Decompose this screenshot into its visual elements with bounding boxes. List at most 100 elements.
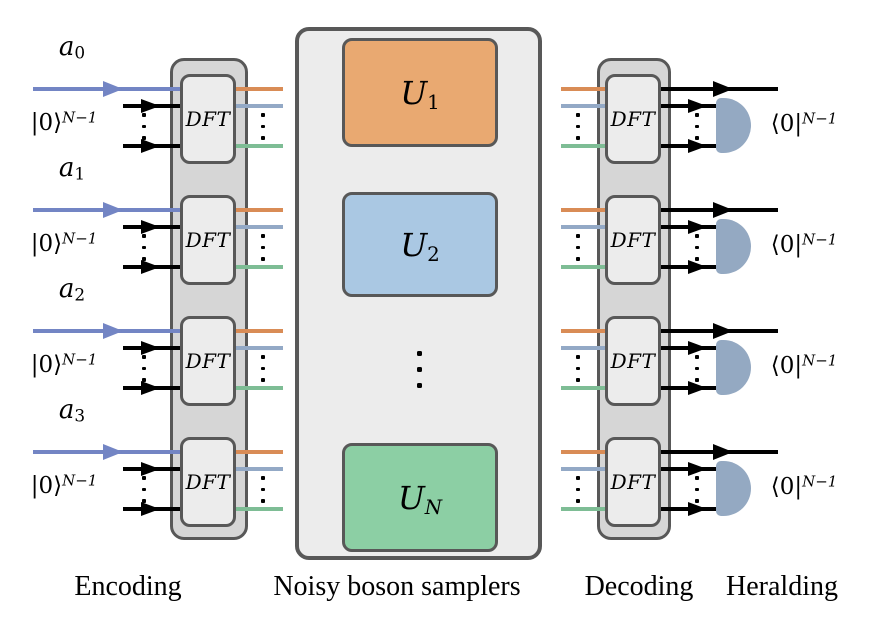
herald-arrowhead-icon [688,220,707,234]
input-arrowhead-icon [103,202,123,218]
mode1-wire [236,450,283,454]
mode1-wire [561,329,607,333]
section-label-encoding: Encoding [74,571,182,602]
ancilla-ket-label: |0⟩N−1 [30,471,98,499]
modeN-wire [236,144,283,148]
dft-label: DFT [610,349,656,373]
modes-vertical-dots [570,476,586,503]
ancilla-vertical-dots [136,355,152,382]
dft-label: DFT [185,349,231,373]
herald-vertical-dots [689,113,705,140]
mode2-wire [236,225,283,229]
ancilla-ket-label: |0⟩N−1 [30,350,98,378]
output-arrowhead-icon [713,202,733,218]
encoding-dft-box: DFT [180,437,236,527]
sampler-box-u1: U1 [342,38,498,147]
ancilla-vertical-dots [136,476,152,503]
mode1-wire [236,87,283,91]
herald-vertical-dots [689,355,705,382]
input-arrowhead-icon [103,81,123,97]
mode1-wire [561,87,607,91]
modeN-wire [561,265,607,269]
decoding-dft-box: DFT [605,195,661,285]
herald-arrowhead-icon [688,381,707,395]
input-amplitude-label: a2 [58,274,86,305]
ancilla-arrowhead-icon [141,260,160,274]
dft-label: DFT [610,470,656,494]
herald-arrowhead-icon [688,502,707,516]
ancilla-arrowhead-icon [141,381,160,395]
input-amplitude-label: a0 [58,32,86,63]
ancilla-arrowhead-icon [141,139,160,153]
un-label: U [397,478,425,517]
input-amplitude-label: a3 [58,395,86,426]
mode1-wire [561,208,607,212]
u1-label: U [400,73,428,112]
ancilla-arrowhead-icon [141,220,160,234]
decoding-dft-box: DFT [605,316,661,406]
encoding-dft-box: DFT [180,74,236,164]
ancilla-arrowhead-icon [141,99,160,113]
mode-row: a1 |0⟩N−1 DFT DFT [0,121,876,291]
dft-label: DFT [610,107,656,131]
modeN-wire [236,386,283,390]
mode2-wire [561,104,607,108]
modeN-wire [561,507,607,511]
ancilla-vertical-dots [136,234,152,261]
samplers-vertical-dots [407,351,431,388]
dft-label: DFT [185,107,231,131]
input-arrowhead-icon [103,444,123,460]
herald-arrowhead-icon [688,99,707,113]
mode2-wire [561,346,607,350]
mode1-wire [236,329,283,333]
section-label-samplers: Noisy boson samplers [273,571,521,602]
output-arrowhead-icon [713,81,733,97]
dft-label: DFT [185,470,231,494]
output-arrowhead-icon [713,444,733,460]
mode1-wire [561,450,607,454]
modes-vertical-dots [570,234,586,261]
mode-row: a2 |0⟩N−1 DFT DFT [0,242,876,412]
decoding-dft-box: DFT [605,437,661,527]
heralding-bra-label: ⟨0|N−1 [770,351,838,379]
ancilla-ket-label: |0⟩N−1 [30,229,98,257]
heralding-bra-label: ⟨0|N−1 [770,109,838,137]
ancilla-vertical-dots [136,113,152,140]
detector-icon [716,461,751,516]
encoding-dft-box: DFT [180,195,236,285]
herald-arrowhead-icon [688,260,707,274]
modes-vertical-dots [255,234,271,261]
herald-arrowhead-icon [688,139,707,153]
herald-vertical-dots [689,234,705,261]
mode2-wire [561,467,607,471]
herald-vertical-dots [689,476,705,503]
mode2-wire [561,225,607,229]
modes-vertical-dots [255,113,271,140]
modeN-wire [561,144,607,148]
heralding-bra-label: ⟨0|N−1 [770,472,838,500]
sampler-box-u2: U2 [342,192,498,297]
modeN-wire [561,386,607,390]
mode2-wire [236,467,283,471]
section-label-decoding: Decoding [584,571,694,602]
ancilla-arrowhead-icon [141,341,160,355]
sampler-box-un: UN [342,443,498,552]
u2-label: U [400,225,428,264]
modes-vertical-dots [255,355,271,382]
ancilla-ket-label: |0⟩N−1 [30,108,98,136]
output-arrowhead-icon [713,323,733,339]
ancilla-arrowhead-icon [141,502,160,516]
heralding-bra-label: ⟨0|N−1 [770,230,838,258]
mode2-wire [236,346,283,350]
modeN-wire [236,507,283,511]
modes-vertical-dots [570,355,586,382]
input-amplitude-label: a1 [58,153,86,184]
modes-vertical-dots [255,476,271,503]
modeN-wire [236,265,283,269]
decoding-dft-box: DFT [605,74,661,164]
section-label-heralding: Heralding [726,571,838,602]
encoding-dft-box: DFT [180,316,236,406]
dft-label: DFT [185,228,231,252]
herald-arrowhead-icon [688,341,707,355]
